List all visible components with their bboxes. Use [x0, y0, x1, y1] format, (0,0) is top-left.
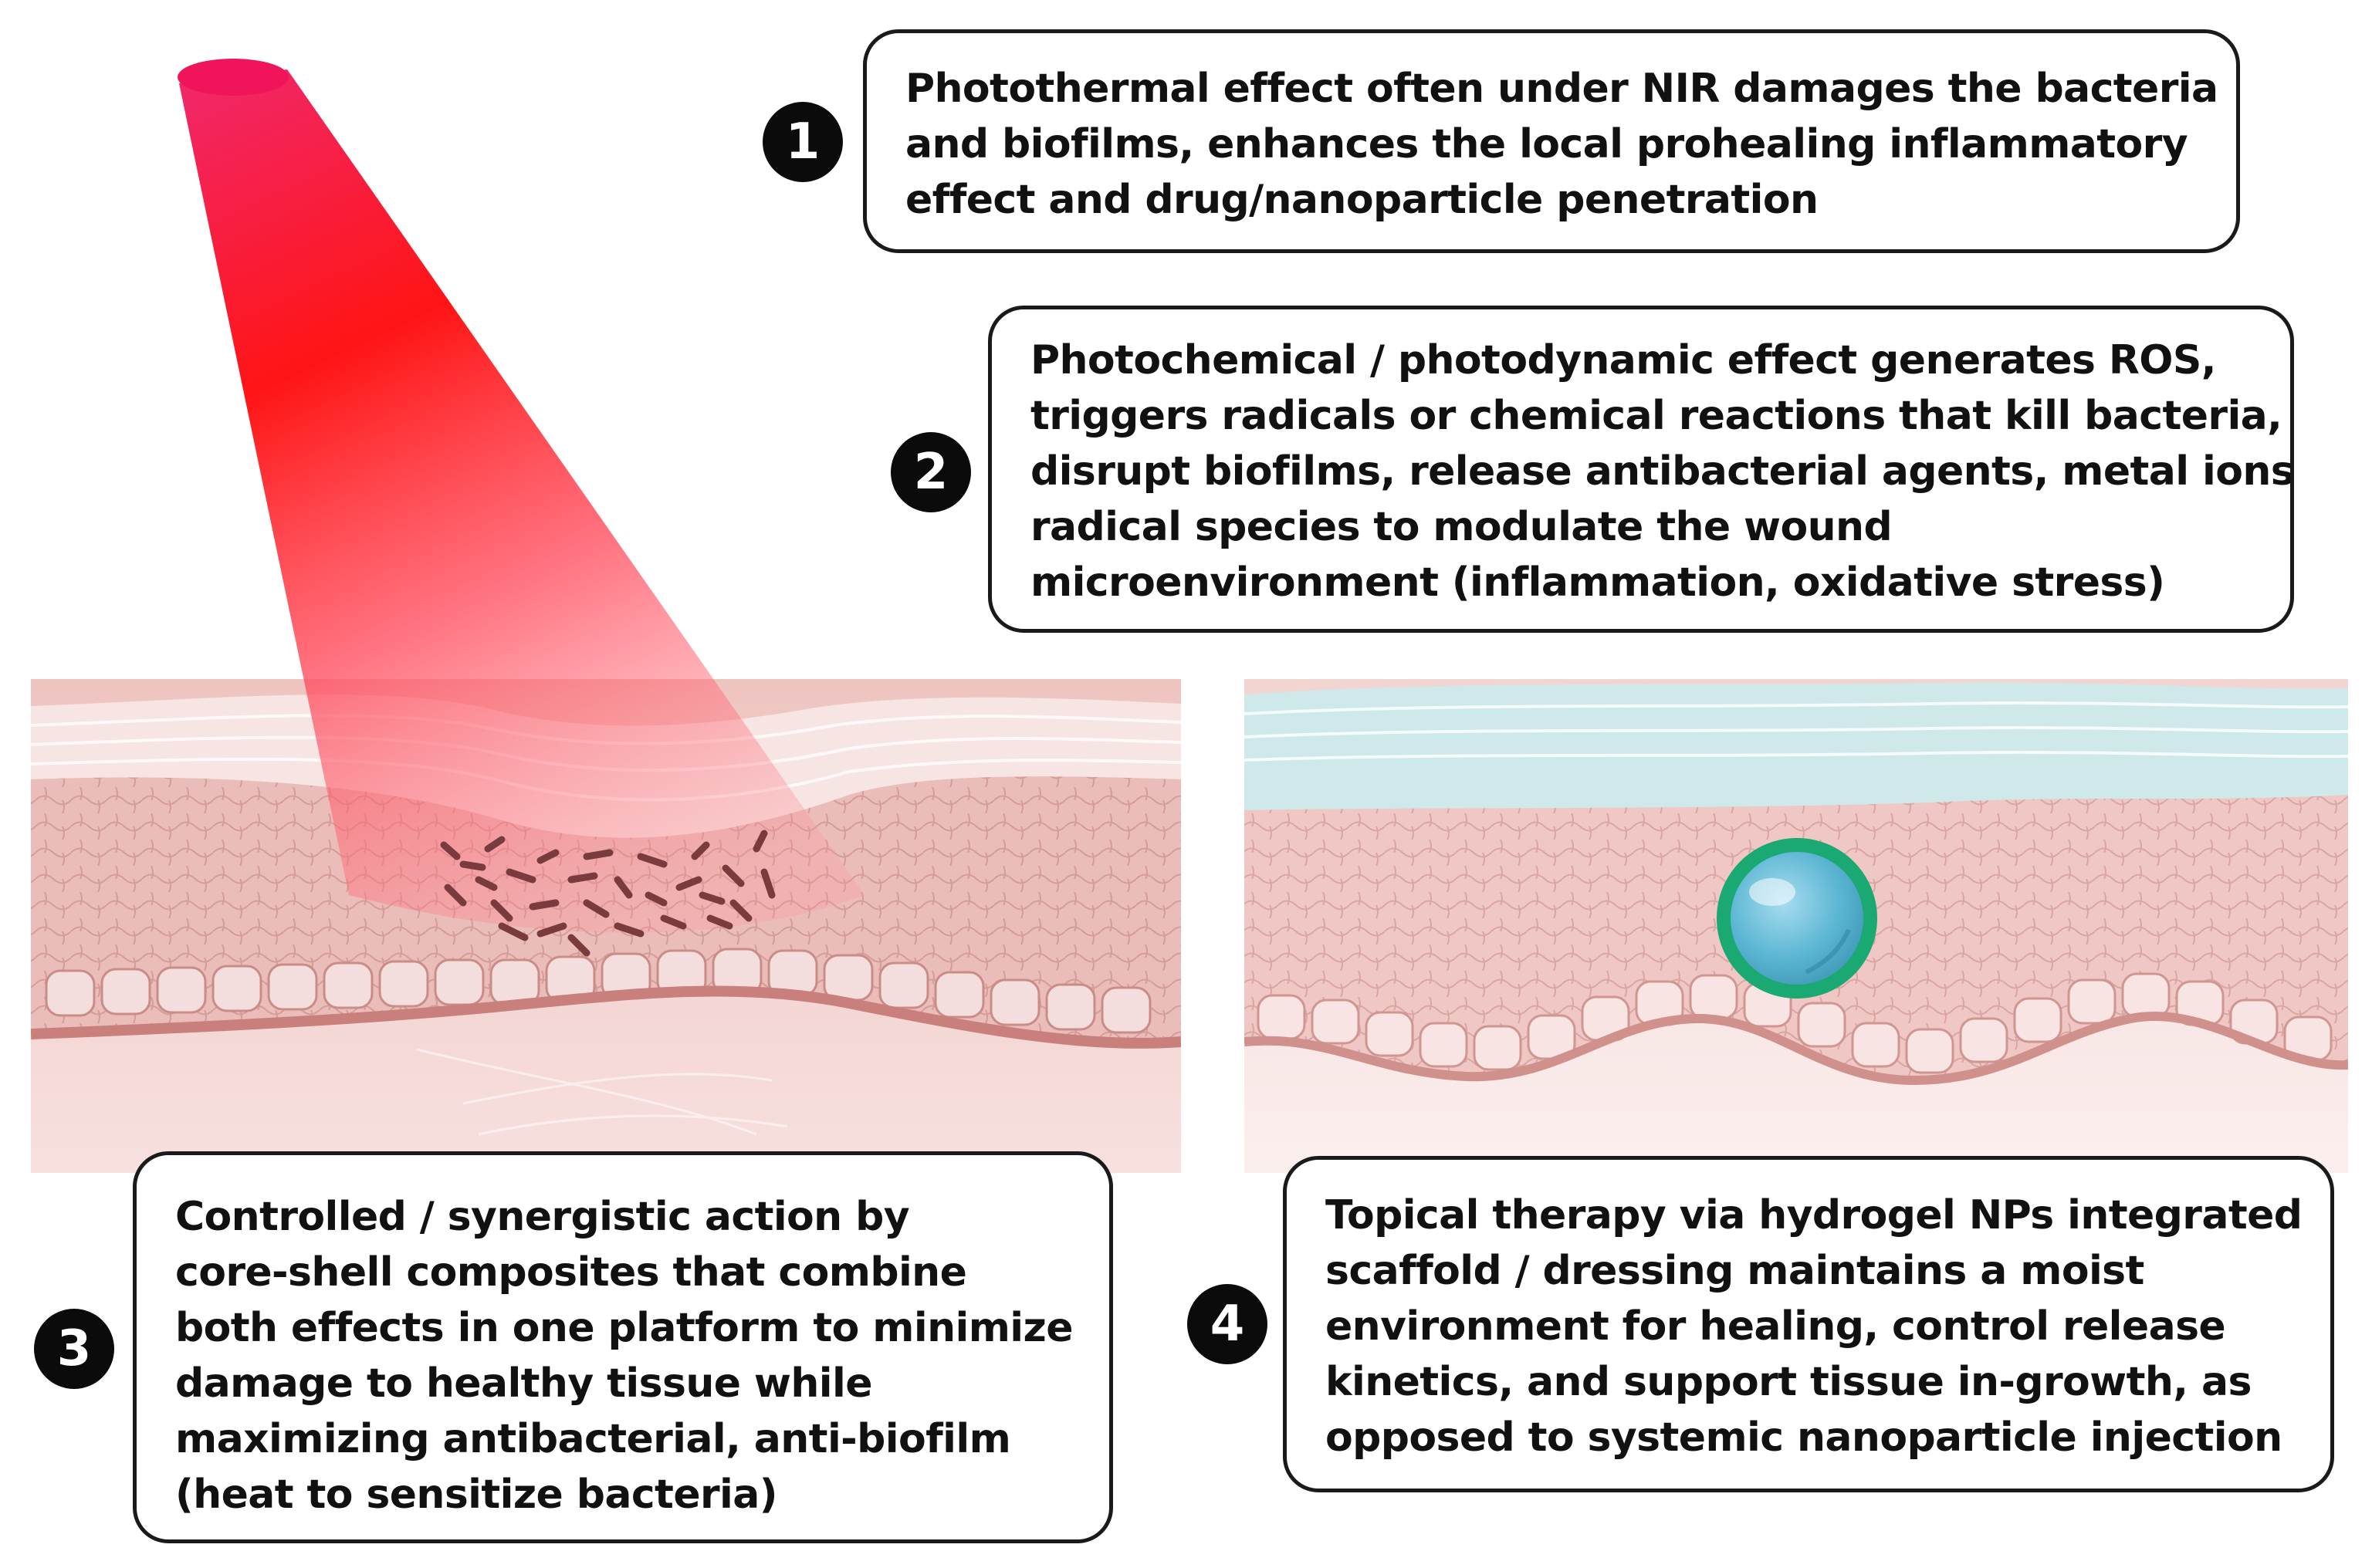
callout-topical-therapy: Topical therapy via hydrogel NPs integra…: [1283, 1156, 2334, 1492]
callout-2-line: Photochemical / photodynamic effect gene…: [1030, 337, 2217, 384]
callout-3-line: damage to healthy tissue while: [175, 1360, 873, 1407]
callout-2-line: disrupt biofilms, release antibacterial …: [1030, 448, 2294, 495]
callout-2-line: microenvironment (inflammation, oxidativ…: [1030, 559, 2165, 606]
callout-4-line: environment for healing, control release: [1325, 1303, 2226, 1350]
step-4-badge: 4: [1187, 1284, 1267, 1364]
callout-synergistic: Controlled / synergistic action by core-…: [133, 1151, 1113, 1543]
callout-photochemical: Photochemical / photodynamic effect gene…: [988, 306, 2294, 633]
step-3-badge: 3: [34, 1309, 114, 1389]
laser-source-tip: [178, 59, 289, 96]
callout-4-line: Topical therapy via hydrogel NPs integra…: [1325, 1192, 2303, 1239]
callout-3-line: both effects in one platform to minimize: [175, 1305, 1073, 1351]
step-1-badge: 1: [763, 102, 843, 182]
callout-2-line: radical species to modulate the wound: [1030, 504, 1893, 550]
callout-3-line: (heat to sensitize bacteria): [175, 1472, 778, 1518]
callout-4-line: kinetics, and support tissue in-growth, …: [1325, 1359, 2252, 1405]
nir-laser-beam: [178, 59, 865, 933]
callout-4-line: opposed to systemic nanoparticle injecti…: [1325, 1414, 2282, 1461]
basement-membrane-left: [31, 985, 1181, 1049]
callout-1-line: and biofilms, enhances the local proheal…: [905, 121, 2188, 167]
callout-photothermal: Photothermal effect often under NIR dama…: [863, 29, 2240, 253]
basal-cell-row-left: [45, 948, 1152, 1034]
healing-skin-right: [1244, 679, 2348, 1173]
callout-3-line: Controlled / synergistic action by: [175, 1194, 910, 1240]
callout-1-line: effect and drug/nanoparticle penetration: [905, 177, 1819, 223]
hydrogel-dressing-layer: [1244, 682, 2348, 810]
step-2-badge: 2: [891, 432, 971, 512]
basement-membrane-right: [1244, 1011, 2348, 1086]
callout-4-line: scaffold / dressing maintains a moist: [1325, 1248, 2144, 1294]
callout-2-line: triggers radicals or chemical reactions …: [1030, 393, 2282, 439]
callout-3-line: maximizing antibacterial, anti-biofilm: [175, 1416, 1011, 1462]
callout-3-line: core-shell composites that combine: [175, 1249, 967, 1296]
callout-1-line: Photothermal effect often under NIR dama…: [905, 66, 2218, 112]
core-shell-nanoparticle: [1717, 838, 1877, 999]
bacteria-cluster: [440, 830, 776, 957]
